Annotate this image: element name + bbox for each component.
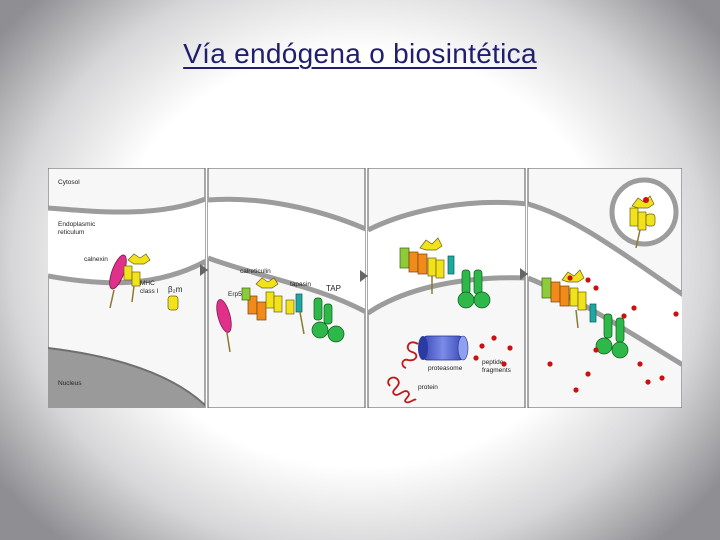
label-erp57: Erp57 bbox=[228, 291, 246, 298]
peptide-fragments bbox=[473, 335, 513, 367]
slide-title: Vía endógena o biosintética bbox=[183, 38, 537, 69]
arrow-3 bbox=[520, 268, 528, 280]
label-proteasome: proteasome bbox=[428, 365, 463, 372]
calnexin-protein bbox=[109, 254, 127, 309]
tap-transporter bbox=[311, 297, 345, 343]
label-mhc-1: MHC bbox=[140, 280, 155, 287]
peptide-loading-complex bbox=[241, 277, 305, 335]
peptide-fragments-4 bbox=[547, 277, 679, 393]
arrow-1 bbox=[200, 264, 208, 276]
proteasome bbox=[418, 335, 469, 361]
peptide-loading-complex-4 bbox=[541, 269, 597, 329]
panel-4 bbox=[527, 168, 682, 408]
protein-chain-entering bbox=[401, 341, 419, 369]
arrow-2 bbox=[360, 270, 368, 282]
transport-vesicle bbox=[609, 177, 679, 249]
tap-transporter-4 bbox=[595, 313, 629, 359]
label-er-2: reticulum bbox=[58, 229, 84, 236]
label-peptide-1: peptide bbox=[482, 359, 504, 366]
label-tapasin: tapasin bbox=[290, 281, 311, 288]
mhc-class-i-protein bbox=[123, 253, 151, 303]
panel-1: Cytosol Endoplasmic reticulum calnexin M… bbox=[48, 168, 208, 408]
peptide-loading-complex-3 bbox=[399, 237, 455, 294]
er-membrane-bottom bbox=[48, 258, 205, 286]
label-tap: TAP bbox=[326, 284, 341, 293]
tap-transporter-3 bbox=[457, 269, 491, 309]
label-protein: protein bbox=[418, 384, 438, 391]
panel-2: calreticulin Erp57 tapasin TAP bbox=[207, 168, 368, 408]
label-calreticulin: calreticulin bbox=[240, 268, 271, 275]
label-cytosol: Cytosol bbox=[58, 179, 80, 186]
nucleus bbox=[48, 348, 205, 408]
label-peptide-2: fragments bbox=[482, 367, 512, 374]
label-er-1: Endoplasmic bbox=[58, 221, 96, 228]
antigen-processing-diagram: Cytosol Endoplasmic reticulum calnexin M… bbox=[48, 168, 682, 408]
calnexin-protein-2 bbox=[216, 299, 232, 353]
panel-3: proteasome protein peptide fragments bbox=[367, 168, 528, 408]
label-calnexin: calnexin bbox=[84, 256, 108, 263]
er-lumen bbox=[48, 199, 205, 283]
b2m-protein bbox=[167, 295, 179, 311]
label-nucleus: Nucleus bbox=[58, 380, 82, 387]
label-b2m: β₂m bbox=[168, 285, 183, 294]
er-membrane-top bbox=[48, 196, 205, 215]
protein-chain bbox=[387, 376, 417, 404]
label-mhc-2: class I bbox=[140, 288, 159, 295]
